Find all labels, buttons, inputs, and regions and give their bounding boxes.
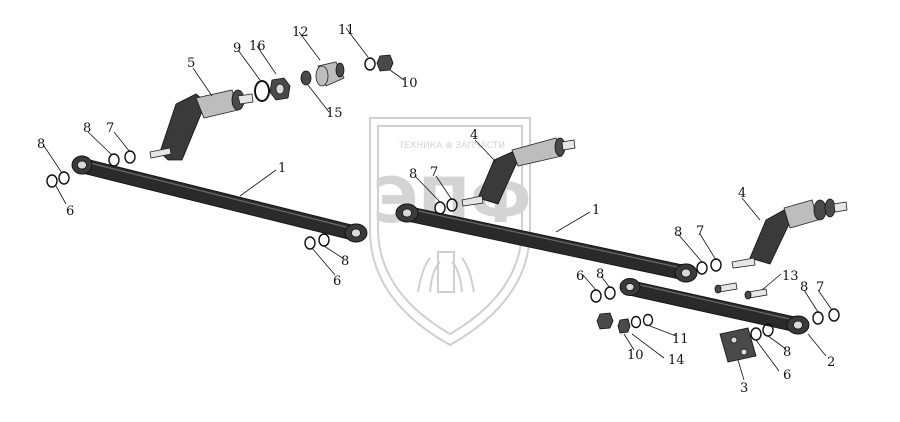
callout-12: 12 [292, 25, 309, 40]
washer-11-top [364, 57, 376, 71]
callout-13: 13 [782, 269, 799, 284]
callout-10-bottom: 10 [627, 348, 644, 363]
washers-short-rod-right-high [812, 308, 840, 325]
callout-6-right: 6 [783, 368, 791, 383]
callout-8-lower: 8 [341, 254, 349, 269]
plug-15 [300, 70, 312, 86]
callout-7-middle: 7 [696, 224, 704, 239]
nut-16 [269, 77, 291, 101]
bolts-13 [714, 282, 768, 300]
lever-assembly-4-center [461, 137, 576, 207]
callout-8-center: 8 [409, 167, 417, 182]
callout-7-center: 7 [430, 165, 438, 180]
callout-8-right-low: 8 [783, 345, 791, 360]
callout-7-right: 7 [816, 280, 824, 295]
nut-14-bottom [617, 318, 631, 334]
washers-middle-rod-right [696, 258, 722, 275]
washers-left-end [46, 150, 136, 188]
callout-11-top: 11 [338, 23, 355, 38]
washer-9 [254, 80, 270, 102]
nut-10-bottom [596, 312, 614, 330]
rod-short [619, 278, 810, 335]
callout-numbers: 1 1 2 3 4 4 5 6 6 6 6 7 7 7 7 8 8 8 8 8 … [37, 23, 835, 396]
callout-5: 5 [187, 56, 195, 71]
washers-11-bottom [630, 313, 654, 329]
watermark-tagline: ТЕХНИКА ⊕ ЗАПЧАСТИ [398, 141, 505, 151]
callout-11-bottom: 11 [672, 332, 689, 347]
callout-6-lower: 6 [333, 274, 341, 289]
callout-1-middle: 1 [592, 203, 600, 218]
callout-9: 9 [233, 41, 241, 56]
callout-6-left: 6 [66, 204, 74, 219]
lever-assembly-4-right [731, 198, 848, 269]
callout-10-top: 10 [401, 76, 418, 91]
callout-8-middle: 8 [674, 225, 682, 240]
callout-7-left: 7 [106, 121, 114, 136]
washers-short-rod-left [590, 286, 616, 303]
callout-4-center: 4 [470, 128, 478, 143]
callout-8-short-rod: 8 [596, 267, 604, 282]
callout-8-right-top: 8 [800, 280, 808, 295]
plate-3 [719, 327, 757, 363]
callout-14: 14 [668, 353, 685, 368]
callout-2: 2 [827, 355, 835, 370]
lever-assembly-5 [149, 89, 254, 161]
rod-middle [395, 203, 698, 283]
callout-16: 16 [249, 39, 266, 54]
callout-3: 3 [740, 381, 748, 396]
cap-12 [315, 61, 345, 87]
callout-8-left: 8 [37, 137, 45, 152]
callout-8-left-top: 8 [83, 121, 91, 136]
watermark-wheat-icon [417, 251, 475, 293]
callout-6-short-rod: 6 [576, 269, 584, 284]
callout-1-left: 1 [278, 161, 286, 176]
rod-left [71, 155, 368, 243]
leader-lines [43, 27, 833, 381]
nut-10-top [376, 54, 394, 72]
callout-4-right: 4 [738, 186, 746, 201]
callout-15: 15 [326, 106, 343, 121]
